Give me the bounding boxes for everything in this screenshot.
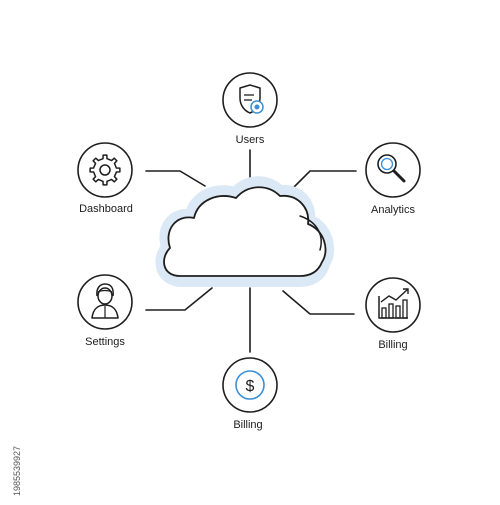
dollar-icon: $	[235, 370, 265, 400]
node-analytics	[365, 142, 421, 198]
node-billing-dollar: $	[222, 357, 278, 413]
node-dashboard-circle	[77, 142, 133, 198]
node-billing-dollar-circle	[222, 357, 278, 413]
connector-upper-left	[145, 170, 206, 187]
label-dashboard: Dashboard	[79, 203, 133, 215]
cloud-icon	[155, 176, 334, 287]
connector-lower-right	[282, 290, 355, 315]
stock-id-text: 1985539927	[12, 445, 22, 496]
node-users	[222, 72, 278, 128]
label-analytics: Analytics	[370, 204, 416, 216]
label-billing-chart: Billing	[378, 339, 408, 351]
node-settings	[77, 274, 133, 330]
bar-chart-icon	[378, 288, 409, 319]
label-users: Users	[235, 134, 265, 146]
node-billing-chart	[365, 277, 421, 333]
gear-icon	[89, 154, 121, 186]
connectors	[145, 149, 357, 353]
connector-upper-right	[286, 170, 357, 195]
stock-id-watermark: 1985539927	[2, 388, 22, 498]
label-billing-dollar: Billing	[233, 419, 263, 431]
person-icon	[91, 283, 119, 319]
user-shield-icon	[239, 84, 264, 114]
connector-lower-left	[145, 287, 213, 311]
magnifier-icon	[377, 154, 406, 183]
label-settings: Settings	[85, 336, 125, 348]
svg-text:$: $	[246, 378, 255, 395]
node-dashboard	[77, 142, 133, 198]
